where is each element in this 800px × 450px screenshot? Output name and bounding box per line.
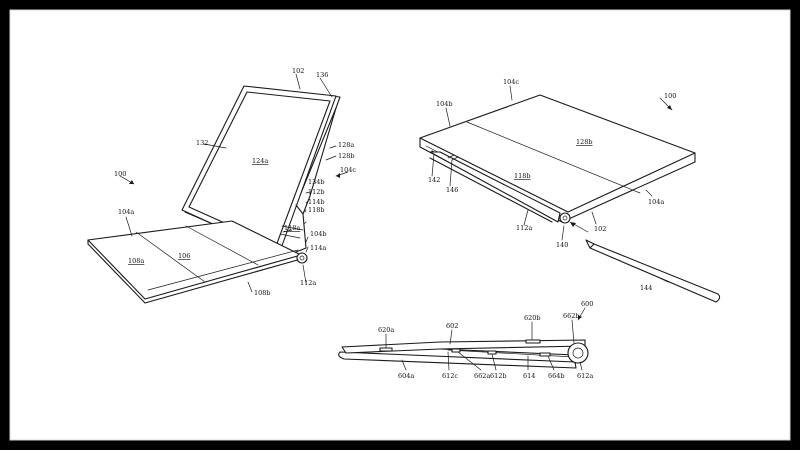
keyboard-divider-2: [185, 225, 259, 266]
label-128a: 128a: [338, 141, 354, 149]
label-612a: 612a: [577, 372, 593, 380]
label-614: 614: [523, 372, 535, 380]
label-106: 106: [178, 252, 190, 260]
label-134b: 134b: [308, 178, 325, 186]
label-104b: 104b: [310, 230, 327, 238]
label-662a: 662a: [474, 372, 490, 380]
label-102: 102: [594, 225, 606, 233]
label-146: 146: [446, 186, 458, 194]
figure-b-leaders: [431, 85, 669, 283]
label-140: 140: [556, 241, 568, 249]
label-104a: 104a: [648, 198, 664, 206]
hinge-pin: [299, 255, 305, 261]
keyboard-front-edge: [147, 249, 299, 291]
label-112a: 112a: [300, 279, 316, 287]
stylus-cap: [559, 212, 571, 224]
label-128b: 128b: [576, 138, 593, 146]
label-114a: 114a: [310, 244, 326, 252]
hinge-knuckle: [296, 252, 308, 264]
stylus-grip: [447, 154, 459, 161]
label-118a: 118a: [284, 224, 300, 232]
figure-b-closed-case: 104c 104b 100 128b 118b 142 146 104a 112…: [419, 78, 721, 303]
label-114b: 114b: [308, 198, 325, 206]
label-104c: 104c: [503, 78, 519, 86]
label-612c: 612c: [442, 372, 458, 380]
label-104c: 104c: [340, 166, 356, 174]
figure-c-side-view: 600 620b 662b 620a 602 604a 612c 662a 61…: [338, 300, 593, 380]
stylus: [589, 243, 721, 303]
label-612b: 612b: [490, 372, 507, 380]
label-664b: 664b: [548, 372, 565, 380]
label-104b: 104b: [436, 100, 453, 108]
label-100: 100: [664, 92, 676, 100]
stylus-tip: [585, 239, 595, 249]
attached-stylus: [429, 151, 561, 223]
component-664b: [539, 352, 551, 357]
label-112b: 112b: [308, 188, 325, 196]
middle-layer: [439, 348, 576, 356]
hinge-roll-inner: [572, 347, 584, 359]
component-612b: [487, 350, 497, 355]
stylus-cap-inner: [562, 215, 568, 221]
component-662a: [451, 348, 461, 353]
stand-hinge-edge: [302, 107, 337, 215]
label-602: 602: [446, 322, 458, 330]
component-620b: [525, 339, 541, 344]
label-128b: 128b: [338, 152, 355, 160]
label-620a: 620a: [378, 326, 394, 334]
label-142: 142: [428, 176, 440, 184]
label-102: 102: [292, 67, 304, 75]
label-118b: 118b: [308, 206, 325, 214]
label-108a: 108a: [128, 257, 144, 265]
label-620b: 620b: [524, 314, 541, 322]
arrow-600-head: [578, 315, 582, 320]
hinge-roll: [567, 342, 589, 364]
label-136: 136: [316, 71, 328, 79]
label-132: 132: [196, 139, 208, 147]
arrow-100-head: [667, 105, 672, 110]
label-124a: 124a: [252, 157, 268, 165]
drawing-sheet: [9, 9, 791, 441]
arrow-100-head: [129, 180, 134, 184]
label-662b: 662b: [563, 312, 580, 320]
label-600: 600: [581, 300, 593, 308]
base-layer: [338, 351, 577, 369]
figure-a-leaders: [125, 73, 337, 293]
label-108b: 108b: [254, 289, 271, 297]
figure-a-tablet-on-stand: 102 136 132 128a 128b 124a 104c 100 134b…: [87, 67, 356, 304]
label-144: 144: [640, 284, 652, 292]
case-fold-line: [466, 121, 641, 194]
component-620a: [379, 347, 393, 352]
label-112a: 112a: [516, 224, 532, 232]
label-104a: 104a: [118, 208, 134, 216]
inner-layer: [447, 349, 575, 358]
keyboard-divider: [135, 231, 206, 283]
stand-support: [295, 204, 307, 253]
label-100: 100: [114, 170, 126, 178]
figure-c-leaders: [385, 319, 583, 371]
arrow-140-head: [570, 222, 576, 227]
arrow-104c-head: [336, 173, 340, 178]
stand-panel-lines: [279, 225, 304, 239]
label-118b: 118b: [514, 172, 531, 180]
label-604a: 604a: [398, 372, 414, 380]
